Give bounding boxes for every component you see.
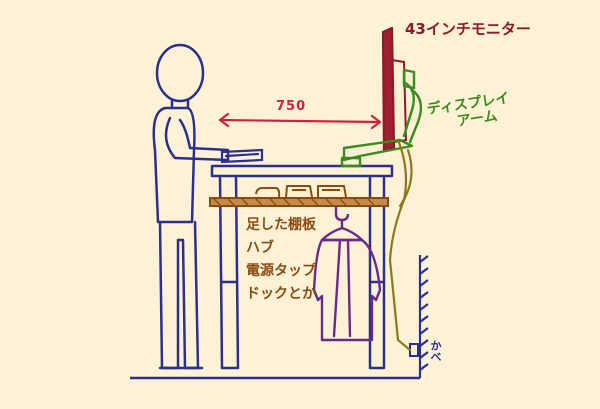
wall (409, 255, 429, 378)
keyboard-body (220, 148, 264, 164)
arm-mount (402, 68, 416, 90)
arm-upper-outline (408, 88, 423, 144)
person-neck (170, 98, 190, 110)
shelf-item-added-shelf: 足した棚板 (246, 217, 316, 233)
garment (312, 238, 382, 342)
monitor (381, 26, 408, 152)
arrowhead-right (370, 114, 382, 130)
desk-top (210, 164, 394, 178)
desk-leg-right (368, 176, 386, 370)
person-figure (152, 43, 230, 370)
box-hub (255, 187, 281, 198)
shelf-grain (213, 198, 375, 206)
shelf-items-label: 足した棚板 ハブ 電源タップ ドックとか (246, 214, 316, 306)
desk-leg-left (218, 175, 240, 370)
cable (388, 138, 412, 352)
keyboard-keys (224, 152, 260, 158)
hanger-hook (334, 206, 350, 222)
distance-label: 750 (276, 99, 307, 114)
person-arm (164, 116, 230, 162)
box-power-strip (285, 185, 313, 198)
person-head (155, 43, 205, 103)
hanger (320, 218, 364, 242)
monitor-screen (381, 26, 396, 152)
arm-clamp (340, 156, 362, 168)
distance-arrow (218, 112, 382, 130)
distance-line (218, 118, 382, 124)
shelf-item-dock: ドックとか (246, 286, 316, 302)
cable-2 (398, 148, 413, 208)
monitor-label: 43インチモニター (405, 20, 531, 38)
shelf-boxes (255, 185, 347, 198)
box-dock (317, 185, 347, 198)
shelf-item-hub: ハブ (246, 240, 274, 256)
person-legs (158, 220, 200, 370)
shelf-item-power-strip: 電源タップ (246, 263, 316, 279)
keyboard (220, 148, 264, 164)
arm-upper (402, 80, 415, 138)
shelf-board (209, 197, 389, 207)
monitor-arm (340, 68, 423, 168)
added-shelf (209, 197, 389, 207)
garment-fold (332, 238, 352, 338)
person-torso (152, 106, 196, 224)
arrowhead-left (218, 112, 230, 128)
wall-outlet (409, 343, 419, 357)
hanging-clothes (312, 218, 382, 342)
wall-label: かべ (429, 340, 442, 362)
wall-hatch (419, 255, 429, 371)
